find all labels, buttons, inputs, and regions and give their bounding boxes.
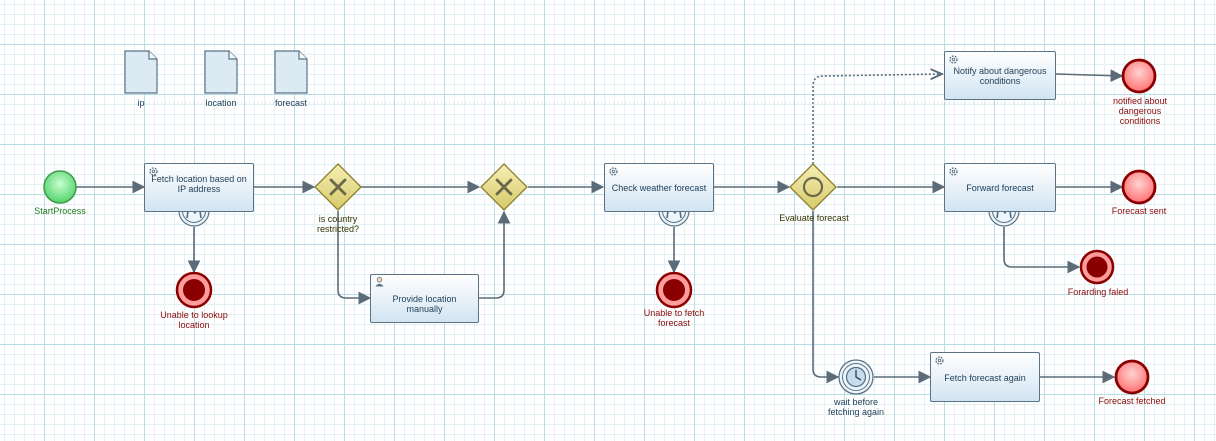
flow-gateway-to-manual — [337, 211, 372, 305]
flow-notify-to-end — [1055, 69, 1124, 83]
end-notified[interactable] — [1121, 58, 1157, 94]
x-mark-icon — [329, 178, 347, 196]
gateway-evaluate[interactable] — [789, 163, 837, 211]
data-object-forecast-label: forecast — [274, 98, 307, 108]
data-object-location[interactable] — [204, 50, 238, 94]
data-object-ip-label: ip — [137, 98, 145, 108]
data-object-forecast[interactable] — [274, 50, 308, 94]
user-icon — [375, 276, 384, 287]
end-error-lookup-label: Unable to lookup location — [160, 310, 228, 330]
gateway-merge[interactable] — [480, 163, 528, 211]
task-label: Provide location manually — [392, 294, 457, 314]
end-notified-label: notified about dangerous conditions — [1112, 96, 1168, 126]
end-sent-label: Forecast sent — [1111, 206, 1167, 216]
timer-event-label: wait before fetching again — [827, 397, 885, 417]
task-label: Fetch forecast again — [944, 373, 1026, 383]
flow-evaluate-to-timer — [812, 211, 840, 384]
end-fetched[interactable] — [1114, 359, 1150, 395]
end-error-lookup[interactable] — [175, 271, 213, 309]
task-fetch-location[interactable]: Fetch location based on IP address — [144, 163, 254, 212]
gear-icon — [935, 356, 944, 365]
x-mark-icon — [495, 178, 513, 196]
gateway-restricted[interactable] — [314, 163, 362, 211]
timer-event[interactable] — [838, 359, 874, 395]
end-error-fetch[interactable] — [655, 271, 693, 309]
flow-evaluate-to-notify — [812, 74, 942, 164]
task-check-forecast[interactable]: Check weather forecast — [604, 163, 714, 212]
task-label: Fetch location based on IP address — [151, 174, 247, 194]
task-label: Notify about dangerous conditions — [953, 66, 1047, 86]
end-error-forward-label: Forarding faled — [1067, 287, 1129, 297]
start-event[interactable] — [43, 170, 77, 204]
gear-icon — [149, 167, 158, 176]
task-label: Check weather forecast — [611, 183, 707, 193]
start-event-label: StartProcess — [34, 206, 86, 216]
end-fetched-label: Forecast fetched — [1098, 396, 1166, 406]
gateway-evaluate-label: Evaluate forecast — [779, 213, 849, 223]
task-provide-location[interactable]: Provide location manually — [370, 274, 479, 323]
gear-icon — [949, 55, 958, 64]
gear-icon — [609, 167, 618, 176]
end-sent[interactable] — [1121, 169, 1157, 205]
task-label: Forward forecast — [966, 183, 1034, 193]
end-error-forward[interactable] — [1079, 249, 1115, 285]
data-object-ip[interactable] — [124, 50, 158, 94]
gateway-restricted-label: is country restricted? — [316, 214, 360, 234]
flow-manual-to-merge — [479, 210, 511, 299]
data-object-location-label: location — [205, 98, 237, 108]
task-fetch-again[interactable]: Fetch forecast again — [930, 352, 1040, 402]
end-error-fetch-label: Unable to fetch forecast — [643, 308, 705, 328]
task-notify[interactable]: Notify about dangerous conditions — [944, 51, 1056, 100]
task-forward[interactable]: Forward forecast — [944, 163, 1056, 212]
flow-forward-error — [1003, 227, 1081, 274]
gear-icon — [949, 167, 958, 176]
inclusive-circle-icon — [802, 176, 824, 198]
